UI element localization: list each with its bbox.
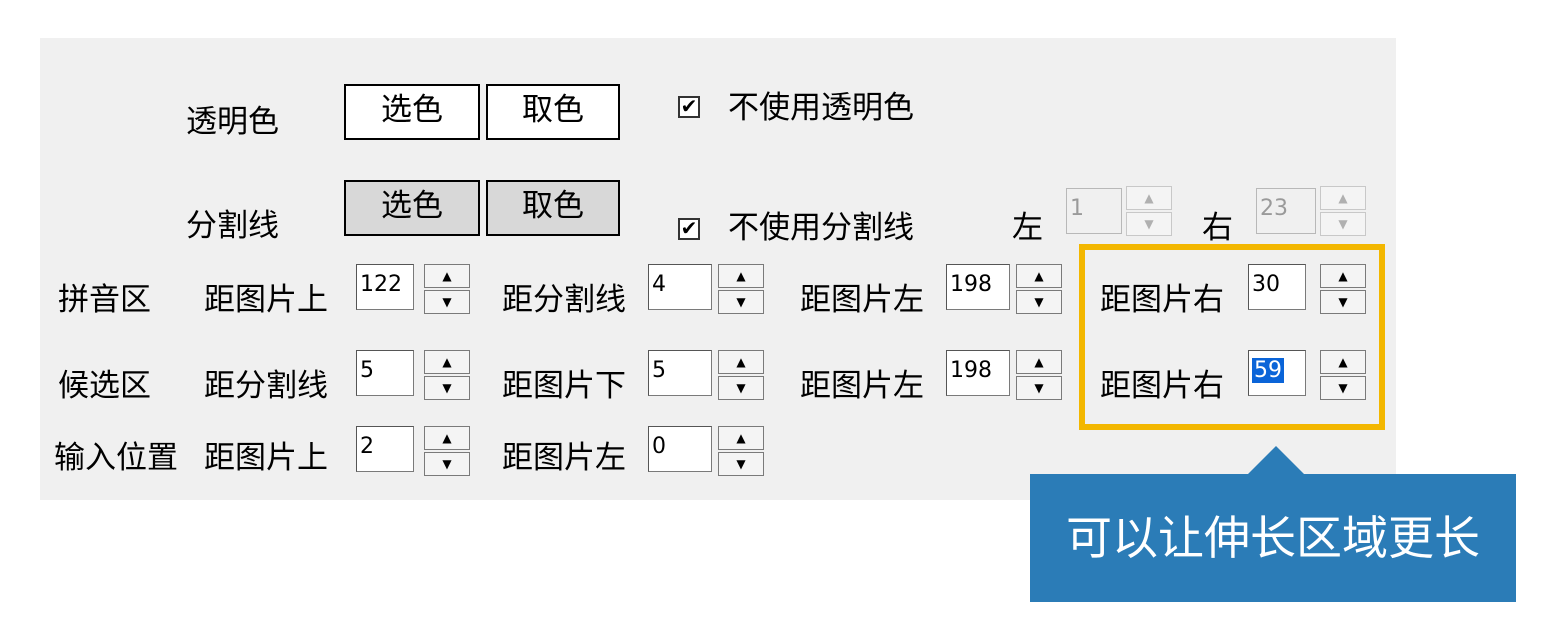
pinyin-left-input[interactable]: 198	[946, 264, 1010, 310]
pinyin-left-spinner[interactable]: ▲ ▼	[1016, 264, 1062, 314]
no-divider-checkbox[interactable]: ✔	[678, 218, 700, 240]
divider-right-label: 右	[1202, 210, 1233, 246]
no-transparent-label: 不使用透明色	[728, 90, 914, 126]
candidate-right-label: 距图片右	[1100, 368, 1224, 404]
pinyin-right-input[interactable]: 30	[1248, 264, 1306, 310]
spin-down-icon[interactable]: ▼	[718, 376, 764, 400]
input-left-input[interactable]: 0	[648, 426, 712, 472]
divider-pick-color-button[interactable]: 选色	[344, 180, 480, 236]
divider-sample-color-button[interactable]: 取色	[486, 180, 620, 236]
pinyin-divider-label: 距分割线	[502, 282, 626, 318]
transparent-sample-color-button[interactable]: 取色	[486, 84, 620, 140]
pinyin-top-spinner[interactable]: ▲ ▼	[424, 264, 470, 314]
divider-left-spinner[interactable]: ▲ ▼	[1126, 186, 1172, 236]
pinyin-right-label: 距图片右	[1100, 282, 1224, 318]
divider-right-spinner[interactable]: ▲ ▼	[1320, 186, 1366, 236]
pinyin-area-label: 拼音区	[58, 282, 151, 318]
spin-up-icon[interactable]: ▲	[1016, 350, 1062, 374]
transparent-color-label: 透明色	[186, 104, 279, 140]
spin-up-icon[interactable]: ▲	[424, 264, 470, 288]
spin-down-icon[interactable]: ▼	[424, 376, 470, 400]
candidate-divider-label: 距分割线	[204, 368, 328, 404]
spin-down-icon[interactable]: ▼	[1320, 212, 1366, 236]
divider-right-input[interactable]: 23	[1256, 188, 1316, 234]
no-transparent-checkbox[interactable]: ✔	[678, 96, 700, 118]
spin-up-icon[interactable]: ▲	[1320, 350, 1366, 374]
spin-down-icon[interactable]: ▼	[424, 290, 470, 314]
candidate-bottom-spinner[interactable]: ▲ ▼	[718, 350, 764, 400]
candidate-divider-spinner[interactable]: ▲ ▼	[424, 350, 470, 400]
highlight-box	[1079, 244, 1385, 430]
check-icon: ✔	[680, 94, 698, 118]
input-top-label: 距图片上	[204, 440, 328, 476]
input-top-spinner[interactable]: ▲ ▼	[424, 426, 470, 476]
candidate-bottom-input[interactable]: 5	[648, 350, 712, 396]
spin-up-icon[interactable]: ▲	[718, 350, 764, 374]
pinyin-top-input[interactable]: 122	[356, 264, 414, 310]
spin-down-icon[interactable]: ▼	[718, 290, 764, 314]
settings-panel: 透明色 选色 取色 ✔ 不使用透明色 分割线 选色 取色 ✔ 不使用分割线 左 …	[40, 38, 1396, 500]
pinyin-divider-spinner[interactable]: ▲ ▼	[718, 264, 764, 314]
transparent-pick-color-button[interactable]: 选色	[344, 84, 480, 140]
spin-up-icon[interactable]: ▲	[1126, 186, 1172, 210]
candidate-area-label: 候选区	[58, 368, 151, 404]
pinyin-divider-input[interactable]: 4	[648, 264, 712, 310]
spin-up-icon[interactable]: ▲	[1016, 264, 1062, 288]
spin-up-icon[interactable]: ▲	[1320, 186, 1366, 210]
input-position-label: 输入位置	[54, 440, 178, 476]
spin-up-icon[interactable]: ▲	[424, 426, 470, 450]
candidate-left-label: 距图片左	[800, 368, 924, 404]
candidate-right-spinner[interactable]: ▲ ▼	[1320, 350, 1366, 400]
candidate-left-input[interactable]: 198	[946, 350, 1010, 396]
no-divider-label: 不使用分割线	[728, 210, 914, 246]
spin-down-icon[interactable]: ▼	[1320, 290, 1366, 314]
input-left-spinner[interactable]: ▲ ▼	[718, 426, 764, 476]
selected-text: 59	[1252, 358, 1284, 383]
check-icon: ✔	[680, 216, 698, 240]
pinyin-top-label: 距图片上	[204, 282, 328, 318]
candidate-left-spinner[interactable]: ▲ ▼	[1016, 350, 1062, 400]
divider-left-input[interactable]: 1	[1066, 188, 1122, 234]
spin-down-icon[interactable]: ▼	[424, 452, 470, 476]
input-left-label: 距图片左	[502, 440, 626, 476]
spin-down-icon[interactable]: ▼	[1320, 376, 1366, 400]
input-top-input[interactable]: 2	[356, 426, 414, 472]
candidate-divider-input[interactable]: 5	[356, 350, 414, 396]
candidate-right-input[interactable]: 59	[1248, 350, 1306, 396]
pinyin-left-label: 距图片左	[800, 282, 924, 318]
spin-up-icon[interactable]: ▲	[1320, 264, 1366, 288]
spin-down-icon[interactable]: ▼	[1016, 290, 1062, 314]
pinyin-right-spinner[interactable]: ▲ ▼	[1320, 264, 1366, 314]
candidate-bottom-label: 距图片下	[502, 368, 626, 404]
divider-left-label: 左	[1012, 210, 1043, 246]
spin-up-icon[interactable]: ▲	[718, 426, 764, 450]
spin-down-icon[interactable]: ▼	[1126, 212, 1172, 236]
spin-down-icon[interactable]: ▼	[1016, 376, 1062, 400]
callout-pointer	[1248, 446, 1304, 474]
callout: 可以让伸长区域更长	[1030, 474, 1516, 602]
spin-down-icon[interactable]: ▼	[718, 452, 764, 476]
spin-up-icon[interactable]: ▲	[718, 264, 764, 288]
divider-label: 分割线	[186, 208, 279, 244]
spin-up-icon[interactable]: ▲	[424, 350, 470, 374]
